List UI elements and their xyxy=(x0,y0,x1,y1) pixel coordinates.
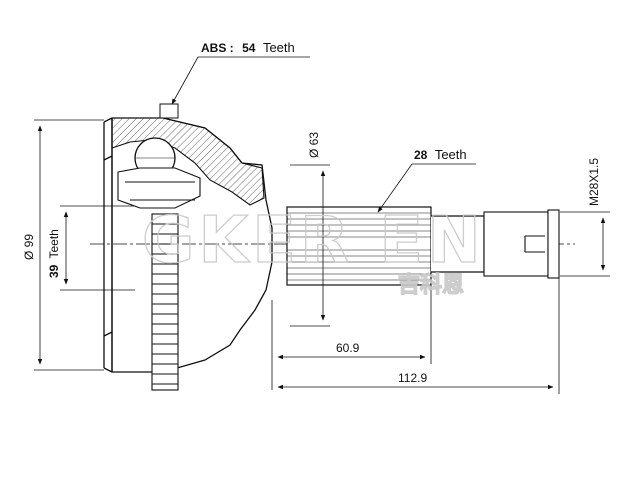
abs-leader xyxy=(171,56,310,105)
threaded-end xyxy=(483,209,560,279)
dim-shaft-length xyxy=(271,285,432,390)
dim-thread xyxy=(560,211,610,277)
abs-ring xyxy=(151,213,179,391)
shaft-length-label: 60.9 xyxy=(336,341,360,355)
inner-race xyxy=(117,167,201,209)
dim-inner-teeth xyxy=(60,205,135,291)
outer-diameter-label: Ø 99 xyxy=(22,234,36,260)
dim-outer-diameter xyxy=(34,119,104,371)
body-diameter-label: Ø 63 xyxy=(307,132,321,158)
inner-teeth-count: 39 xyxy=(47,264,61,278)
spline-label: 28 Teeth xyxy=(414,146,467,163)
watermark-cn: 吉科恩 xyxy=(398,272,464,298)
watermark-brand: GKER EN xyxy=(142,204,485,278)
dim-body-diameter xyxy=(290,164,330,327)
dim-total-length xyxy=(277,278,560,394)
abs-tooth-marker xyxy=(159,103,179,119)
spline-count: 28 xyxy=(414,148,428,162)
inner-teeth-suffix: Teeth xyxy=(47,229,61,258)
inner-teeth-label: 39 Teeth xyxy=(47,229,61,278)
abs-count: 54 xyxy=(242,41,256,55)
thread-label: M28X1.5 xyxy=(587,158,601,206)
spline-suffix: Teeth xyxy=(435,147,467,162)
abs-suffix: Teeth xyxy=(263,40,295,55)
spline-shaft xyxy=(286,206,485,286)
abs-prefix: ABS : xyxy=(201,41,234,55)
spline-leader xyxy=(377,163,476,213)
total-length-label: 112.9 xyxy=(398,371,427,385)
watermark-logo: GKER EN 吉科恩 xyxy=(141,203,485,298)
abs-label: ABS : 54 Teeth xyxy=(201,39,295,56)
